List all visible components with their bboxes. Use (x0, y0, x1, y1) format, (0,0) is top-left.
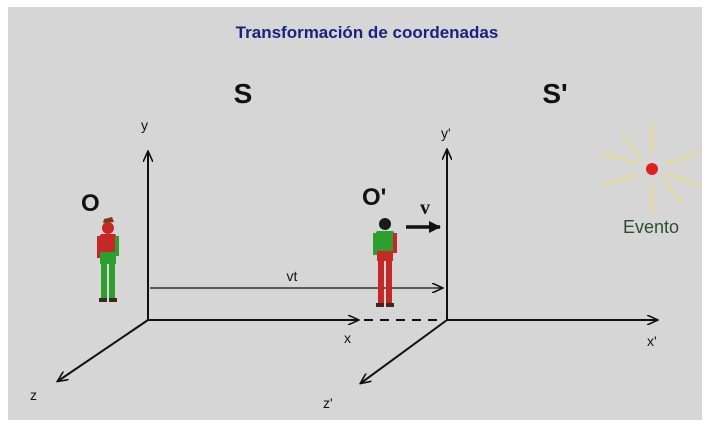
s-prime-x-axis-label: x' (647, 333, 657, 349)
observer-o-figure (97, 217, 119, 302)
frame-s-prime-label: S' (542, 78, 567, 109)
diagram-background (8, 7, 702, 420)
event-point (646, 163, 658, 175)
s-z-axis-label: z (30, 387, 37, 403)
event-burst-icon (603, 123, 701, 213)
s-x-axis-label: x (344, 330, 351, 346)
frame-s-label: S (234, 78, 253, 109)
observer-o-prime-label: O' (362, 184, 386, 211)
diagram-title: Transformación de coordenadas (236, 23, 499, 42)
observer-o-prime-figure (373, 218, 397, 307)
s-prime-z-axis-label: z' (323, 395, 333, 411)
observer-o-label: O (81, 190, 100, 217)
displacement-vt-label: vt (287, 268, 298, 284)
s-z-axis (58, 319, 149, 381)
s-prime-y-axis-label: y' (441, 125, 451, 141)
velocity-label: v (420, 197, 430, 219)
event-label: Evento (623, 217, 679, 237)
s-y-axis-label: y (141, 117, 148, 133)
s-prime-z-axis (361, 319, 448, 383)
